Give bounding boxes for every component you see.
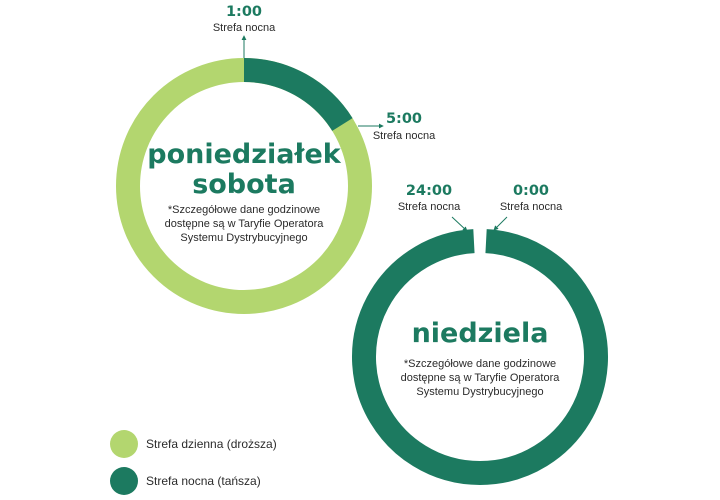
sunday-end-arrow	[451, 216, 468, 232]
weekday-night-start-zone: Strefa nocna	[213, 22, 276, 34]
legend-night-label: Strefa nocna (tańsza)	[146, 474, 261, 488]
sunday-end-time: 24:00	[406, 183, 452, 199]
sunday-end-zone: Strefa nocna	[398, 201, 461, 213]
weekday-night-start-label: 1:00 Strefa nocna	[213, 4, 276, 58]
weekday-note-line2: dostępne są w Taryfie Operatora	[165, 218, 325, 230]
sunday-ring: niedziela *Szczegółowe dane godzinowe do…	[352, 229, 608, 485]
sunday-night-zone-arc	[352, 229, 608, 485]
sunday-end-label: 24:00 Strefa nocna	[398, 183, 468, 232]
legend-night-swatch	[110, 467, 138, 495]
weekday-ring: poniedziałek sobota *Szczegółowe dane go…	[116, 58, 372, 314]
sunday-title: niedziela	[412, 318, 549, 349]
weekday-night-end-zone: Strefa nocna	[373, 130, 436, 142]
weekday-night-zone-arc	[243, 58, 353, 132]
weekday-title-line2: sobota	[192, 169, 296, 200]
sunday-note-line2: dostępne są w Taryfie Operatora	[401, 372, 561, 384]
sunday-note-line1: *Szczegółowe dane godzinowe	[404, 358, 556, 370]
legend-day-label: Strefa dzienna (droższa)	[146, 437, 277, 451]
weekday-night-end-label: 5:00 Strefa nocna	[358, 111, 436, 142]
sunday-note-line3: Systemu Dystrybucyjnego	[416, 386, 543, 398]
weekday-note-line1: *Szczegółowe dane godzinowe	[168, 204, 320, 216]
legend-day-swatch	[110, 430, 138, 458]
sunday-start-time: 0:00	[513, 183, 549, 199]
sunday-start-zone: Strefa nocna	[500, 201, 563, 213]
weekday-night-start-time: 1:00	[226, 4, 262, 20]
weekday-note-line3: Systemu Dystrybucyjnego	[180, 232, 307, 244]
weekday-night-end-time: 5:00	[386, 111, 422, 127]
sunday-start-label: 0:00 Strefa nocna	[493, 183, 563, 231]
weekday-title-line1: poniedziałek	[147, 139, 342, 170]
legend: Strefa dzienna (droższa) Strefa nocna (t…	[110, 430, 277, 495]
sunday-start-arrow	[493, 216, 508, 231]
